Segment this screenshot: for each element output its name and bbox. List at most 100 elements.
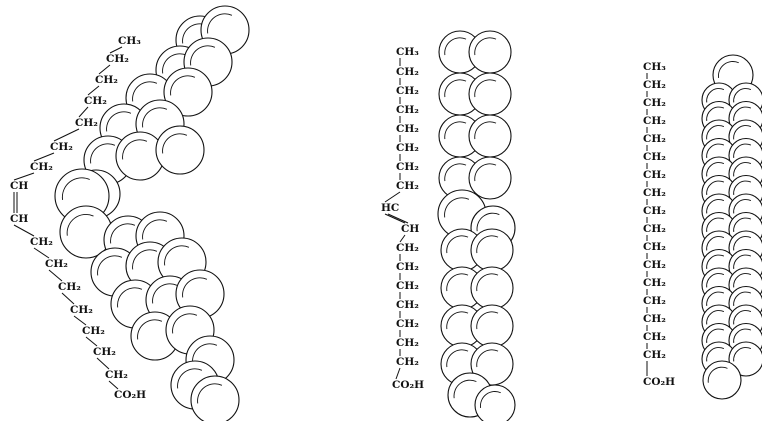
sphere-contour	[476, 311, 499, 330]
sphere-contour	[164, 245, 190, 266]
formula-label: CH₂	[84, 95, 107, 107]
sphere-contour	[446, 349, 469, 368]
formula-label: CH₂	[396, 142, 419, 154]
formula-label: CH₃	[396, 46, 419, 58]
sphere-contour	[733, 236, 752, 251]
sphere-contour	[474, 79, 497, 98]
sphere-contour	[97, 255, 123, 276]
sphere-contour	[733, 162, 752, 177]
sphere-contour	[706, 88, 725, 103]
single-bond	[48, 269, 63, 282]
sphere-contour	[733, 106, 752, 122]
sphere-contour	[733, 254, 752, 270]
formula-label: CH₂	[396, 104, 419, 116]
sphere-contour	[190, 45, 216, 66]
cis-unsaturated-panel: CH₃CH₂CH₂CH₂CH₂CH₂CH₂CHCHCH₂CH₂CH₂CH₂CH₂…	[10, 5, 250, 421]
single-bond	[13, 172, 35, 181]
sphere-contour	[453, 379, 477, 399]
sphere-contour	[733, 199, 752, 214]
sphere-contour	[142, 107, 168, 128]
formula-label: CH₂	[643, 187, 666, 199]
formula-label: CH₂	[396, 85, 419, 97]
sphere-contour	[446, 235, 469, 254]
single-bond	[87, 85, 100, 96]
formula-label: CH₂	[643, 295, 666, 307]
formula-label: CH₂	[396, 337, 419, 349]
sphere-contour	[718, 61, 739, 78]
sphere-contour	[117, 287, 143, 308]
single-bond	[399, 234, 406, 243]
formula-label: CH	[10, 180, 28, 192]
sphere-contour	[197, 383, 223, 404]
sphere-contour	[706, 328, 725, 344]
sphere-contour	[446, 311, 469, 330]
sphere-contour	[733, 347, 752, 362]
formula-label: CH₂	[643, 115, 666, 127]
formula-label: CH₂	[50, 141, 73, 153]
sphere-contour	[706, 162, 725, 177]
formula-label: CH₂	[396, 318, 419, 330]
sphere-contour	[132, 81, 158, 102]
sphere-contour	[480, 391, 501, 408]
formula-label: CH₃	[118, 35, 141, 47]
sphere-contour	[733, 125, 752, 140]
sphere-contour	[444, 121, 467, 140]
formula-label: CH	[10, 213, 28, 225]
sphere-contour	[707, 366, 728, 383]
sphere-contour	[706, 273, 725, 288]
formula-label: CH₂	[396, 123, 419, 135]
formula-label: CO₂H	[114, 389, 146, 401]
formula-label: CH₂	[396, 356, 419, 368]
formula-label: CH₃	[643, 61, 666, 73]
structural-formula: CH₃CH₂CH₂CH₂CH₂CH₂CH₂CH₂HCCHCH₂CH₂CH₂CH₂…	[381, 46, 424, 391]
sphere-contour	[192, 343, 218, 364]
single-bond	[78, 106, 89, 118]
formula-label: CH₂	[95, 74, 118, 86]
formula-label: CH₂	[643, 97, 666, 109]
single-bond	[384, 191, 401, 203]
formula-label: CH₂	[643, 151, 666, 163]
formula-label: HC	[381, 202, 399, 214]
sphere-contour	[474, 37, 497, 56]
structural-formula: CH₃CH₂CH₂CH₂CH₂CH₂CH₂CH₂CH₂CH₂CH₂CH₂CH₂C…	[643, 61, 675, 388]
formula-label: CH₂	[396, 161, 419, 173]
sphere-contour	[90, 143, 116, 164]
sphere-contour	[444, 163, 467, 182]
formula-label: CH₂	[643, 331, 666, 343]
sphere-contour	[474, 163, 497, 182]
formula-label: CH₂	[396, 280, 419, 292]
sphere-contour	[476, 212, 500, 232]
single-bond	[33, 247, 50, 259]
single-bond	[33, 152, 55, 162]
sphere-contour	[733, 180, 752, 196]
sphere-contour	[122, 139, 148, 160]
sphere-contour	[172, 313, 198, 334]
formula-label: CH₂	[396, 180, 419, 192]
sphere-contour	[476, 349, 499, 368]
sphere-contour	[733, 88, 752, 103]
single-bond	[98, 64, 111, 75]
sphere-contour	[106, 111, 132, 132]
sphere-contour	[733, 328, 752, 344]
formula-label: CH₂	[30, 236, 53, 248]
sphere-contour	[170, 75, 196, 96]
single-bond	[61, 292, 75, 305]
sphere-contour	[706, 199, 725, 214]
single-bond	[73, 315, 87, 326]
formula-label: CH₂	[30, 161, 53, 173]
atom-sphere	[190, 375, 240, 421]
formula-label: CO₂H	[392, 379, 424, 391]
formula-label: CH₂	[105, 369, 128, 381]
sphere-contour	[733, 310, 752, 325]
sphere-contour	[207, 13, 233, 34]
formula-label: CH₂	[643, 313, 666, 325]
sphere-contour	[706, 106, 725, 122]
sphere-contour	[733, 143, 752, 159]
formula-label: CH₂	[643, 133, 666, 145]
sphere-contour	[137, 319, 163, 340]
sphere-contour	[706, 125, 725, 140]
single-bond	[53, 128, 80, 142]
sphere-contour	[66, 214, 94, 236]
sphere-contour	[733, 273, 752, 288]
